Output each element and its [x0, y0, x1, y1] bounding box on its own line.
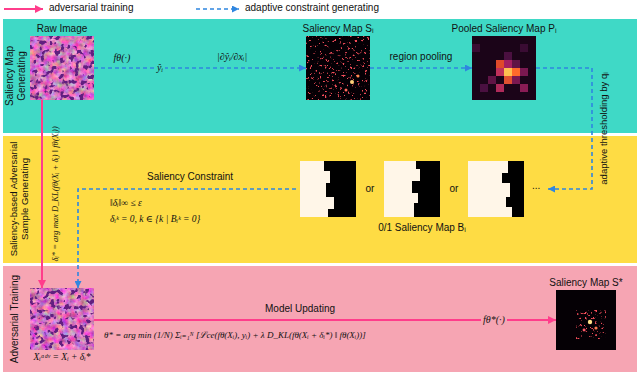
band-heading: Saliency-based Adversarial Sample Genera…: [9, 138, 31, 260]
tissue-texture: [30, 36, 94, 100]
saliency-hotspot: [588, 320, 592, 324]
mask-ground: [300, 161, 356, 217]
pooled-cell: [512, 68, 520, 76]
connector: [370, 67, 472, 69]
adversarial-image: [30, 288, 94, 350]
image-panel: Xᵢᵃᵈᵛ = Xᵢ + δᵢ*: [30, 288, 94, 350]
saliency-speckle: [576, 310, 606, 340]
alternative-word: or: [450, 183, 459, 195]
output-symbol: ŷᵢ: [155, 62, 165, 74]
tissue-nuclei: [30, 288, 94, 350]
saliency-hotspot: [345, 89, 348, 92]
legend-text: adversarial training: [49, 2, 134, 14]
panel-heading: Pooled Saliency Map Pᵢ: [452, 23, 557, 35]
pooled-cell: [504, 68, 512, 76]
mask-group: 0/1 Saliency Map Bᵢ: [296, 158, 548, 220]
edge-label: adaptive thresholding by qᵢ: [599, 58, 610, 198]
mask-region: [468, 161, 512, 217]
saliency-image: [556, 290, 616, 350]
pooled-cell: [472, 44, 480, 52]
image-panel: Saliency Map Sᵢ: [306, 36, 370, 100]
stage-band: 0/1 Saliency Map Bᵢ Saliency-based Advers…: [3, 136, 637, 263]
saliency-ground: [306, 36, 370, 100]
image-panel: Saliency Map S*: [556, 290, 616, 350]
legend-text: adaptive constraint generating: [245, 2, 379, 14]
image-panel: Raw Image: [30, 36, 94, 100]
saliency-hotspot: [350, 80, 354, 84]
legend-line: [4, 8, 43, 10]
legend-sample: [196, 4, 240, 14]
panel-heading: Saliency Map Sᵢ: [302, 23, 373, 35]
edge-label: Model Updating: [265, 303, 335, 315]
saliency-speckle: [306, 36, 370, 100]
mask-ground: [468, 161, 524, 217]
saliency-ground: [556, 290, 616, 350]
pooled-cell: [504, 60, 512, 68]
saliency-hotspot: [594, 326, 597, 329]
connector: [94, 319, 556, 321]
pooled-cell: [504, 52, 512, 60]
pooled-cell: [496, 60, 504, 68]
function-label: fθ*(·): [481, 314, 507, 326]
connector: [536, 68, 592, 189]
pooled-cell: [504, 76, 512, 84]
tissue-nuclei: [30, 36, 94, 100]
constraint-formula: δᵢᵏ = 0, k ∈ {k | Bᵢᵏ = 0}: [110, 214, 200, 225]
saliency-hotspot: [357, 75, 360, 78]
pooled-cell: [488, 76, 496, 84]
mask-ground: [384, 161, 440, 217]
saliency-hotspot: [583, 329, 586, 332]
pooled-cell: [520, 68, 528, 76]
mask-region: [384, 161, 420, 217]
pooled-cell: [496, 68, 504, 76]
legend-line: [196, 8, 239, 10]
constraint-formula: ‖δᵢ‖∞ ≤ ε: [110, 198, 142, 209]
function-label: fθ(·): [114, 52, 131, 64]
pooled-ground: [472, 36, 536, 100]
pooled-cell: [480, 84, 488, 92]
pooled-cell: [512, 60, 520, 68]
alternative-word: or: [366, 183, 375, 195]
connector: [41, 100, 43, 288]
stage-band: Xᵢᵃᵈᵛ = Xᵢ + δᵢ* Saliency Map S* Adversari…: [3, 266, 637, 372]
connector: [94, 67, 306, 69]
legend-sample: [4, 4, 44, 14]
pooled-cell: [496, 84, 504, 92]
edge-label: δᵢ* = arg max D_KL(fθ(Xᵢ + δᵢ) ‖ fθ(Xᵢ)): [51, 101, 61, 287]
edge-label: |∂ŷᵢ/∂xᵢ|: [217, 51, 247, 63]
mask-region: [300, 161, 334, 217]
panel-heading: 0/1 Saliency Map Bᵢ: [374, 222, 470, 234]
saliency-image: [306, 36, 370, 100]
panel-heading: Raw Image: [37, 23, 88, 35]
binary-masks: [300, 161, 524, 217]
edge-label: region pooling: [390, 51, 453, 63]
stage-band: Raw ImageSaliency Map SᵢPooled Saliency …: [3, 19, 637, 133]
edge-label: Saliency Constraint: [147, 171, 233, 183]
panel-heading: Saliency Map S*: [549, 277, 622, 289]
panel-heading: Xᵢᵃᵈᵛ = Xᵢ + δᵢ*: [34, 352, 91, 363]
band-heading: Saliency Map Generating: [4, 26, 27, 126]
pooled-saliency-image: [472, 36, 536, 100]
band-heading: Adversarial Training: [9, 267, 21, 371]
pooled-cell: [512, 76, 520, 84]
objective-formula: θ* = arg min (1/N) Σᵢ₌₁ᴺ [ℒce(fθ(Xᵢ), yᵢ…: [104, 330, 366, 340]
ellipsis-mark: ...: [532, 180, 540, 192]
tissue-texture: [30, 288, 94, 350]
tissue-image: [30, 36, 94, 100]
connector: [78, 189, 296, 288]
pooled-cell: [520, 44, 528, 52]
pooled-cell: [520, 84, 528, 92]
image-panel: Pooled Saliency Map Pᵢ: [472, 36, 536, 100]
